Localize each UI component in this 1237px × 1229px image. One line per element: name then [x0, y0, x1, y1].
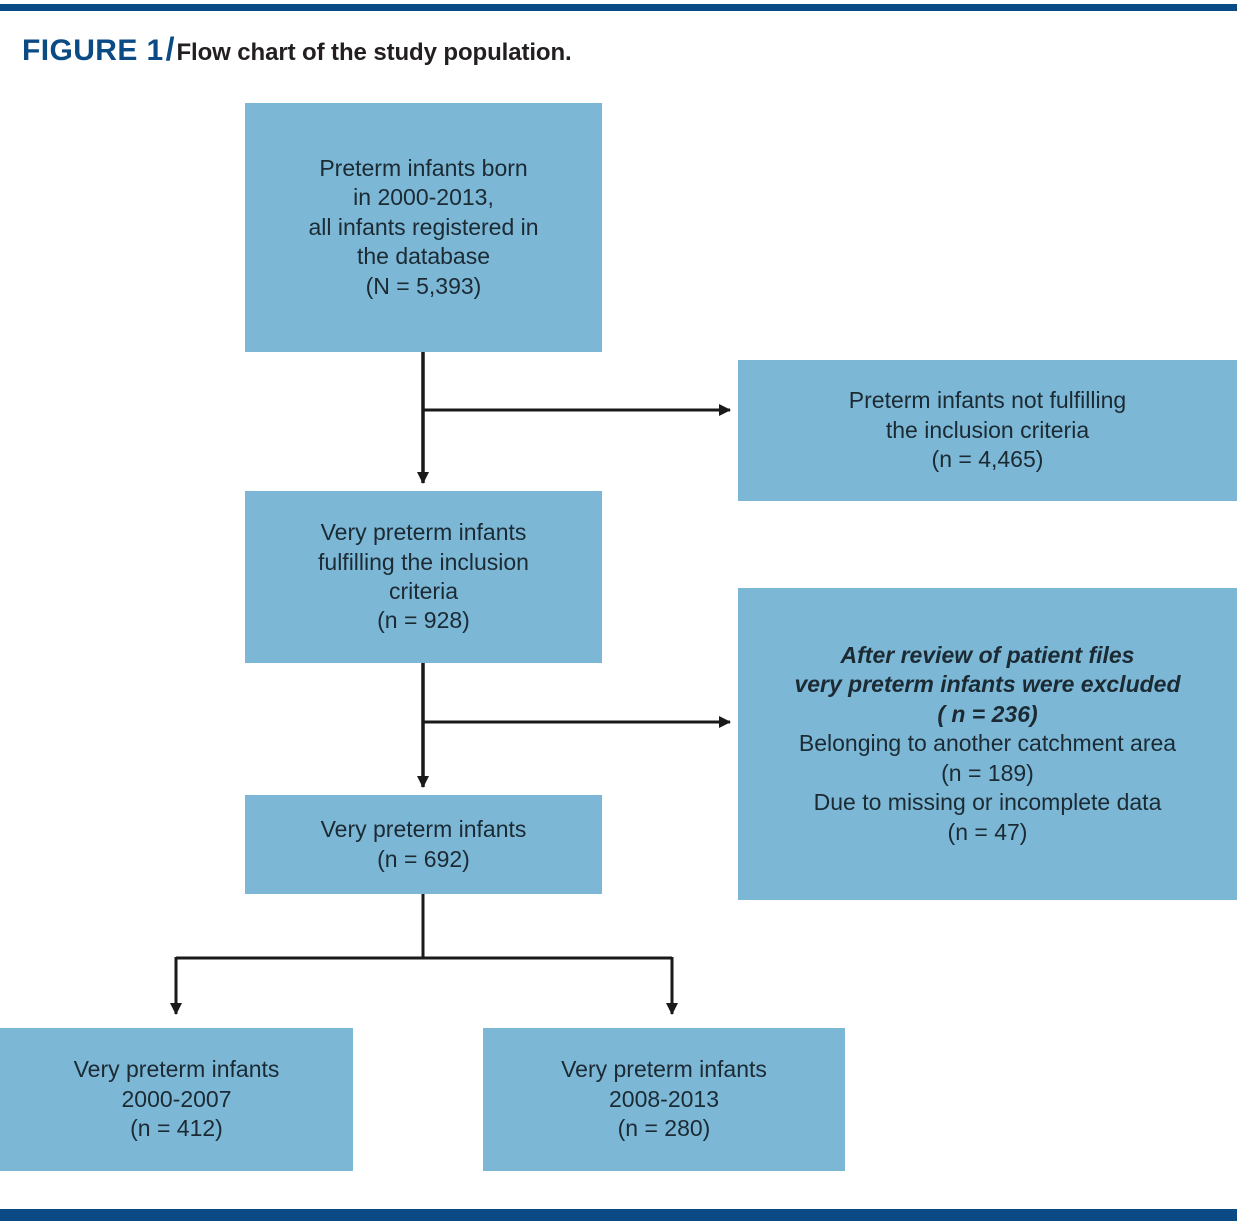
node-count: (n = 692) [377, 845, 470, 872]
node-source-population: Preterm infants born in 2000-2013, all i… [245, 103, 602, 352]
node-line: very preterm infants were excluded [794, 671, 1181, 698]
node-count: (n = 189) [941, 759, 1034, 786]
node-line: Belonging to another catchment area [798, 730, 1177, 757]
node-line: fulfilling the inclusion [318, 548, 529, 575]
node-count: (n = 412) [130, 1115, 223, 1142]
node-excluded-after-file-review: After review of patient files very prete… [738, 588, 1237, 900]
node-line: the inclusion criteria [885, 416, 1090, 443]
caption-text: Flow chart of the study population. [176, 39, 572, 66]
node-cohort-2008-2013: Very preterm infants 2008-2013 (n = 280) [483, 1028, 845, 1171]
figure-number: FIGURE 1 [22, 34, 164, 67]
bottom-rule [0, 1209, 1237, 1221]
node-line: Preterm infants not fulfilling [848, 387, 1127, 414]
node-period: 2008-2013 [609, 1085, 719, 1112]
top-rule [0, 4, 1237, 11]
node-period: 2000-2007 [121, 1085, 232, 1112]
node-line: the database [356, 243, 490, 270]
node-count: ( n = 236) [937, 700, 1038, 727]
node-final-cohort: Very preterm infants (n = 692) [245, 795, 602, 894]
node-line: Very preterm infants [320, 519, 527, 546]
node-line: After review of patient files [840, 641, 1135, 668]
node-excluded-not-meeting-criteria: Preterm infants not fulfilling the inclu… [738, 360, 1237, 501]
node-count: (n = 4,465) [931, 446, 1044, 473]
node-count: (n = 280) [617, 1115, 711, 1142]
node-count: (n = 47) [947, 818, 1028, 845]
node-cohort-2000-2007: Very preterm infants 2000-2007 (n = 412) [0, 1028, 353, 1171]
node-line: Very preterm infants [561, 1056, 767, 1083]
node-line: Preterm infants born [319, 154, 528, 181]
node-line: criteria [388, 578, 458, 604]
node-line: Very preterm infants [73, 1056, 280, 1083]
figure-caption: FIGURE 1/Flow chart of the study populat… [22, 33, 572, 66]
node-count: (N = 5,393) [365, 272, 482, 299]
caption-separator: / [165, 31, 175, 67]
node-line: all infants registered in [308, 213, 539, 240]
node-line: Very preterm infants [320, 816, 527, 843]
node-line: Due to missing or incomplete data [813, 789, 1162, 816]
edge-final-split [170, 894, 678, 1015]
node-included-very-preterm: Very preterm infants fulfilling the incl… [245, 491, 602, 663]
node-line: in 2000-2013, [353, 184, 494, 211]
node-count: (n = 928) [377, 607, 470, 634]
